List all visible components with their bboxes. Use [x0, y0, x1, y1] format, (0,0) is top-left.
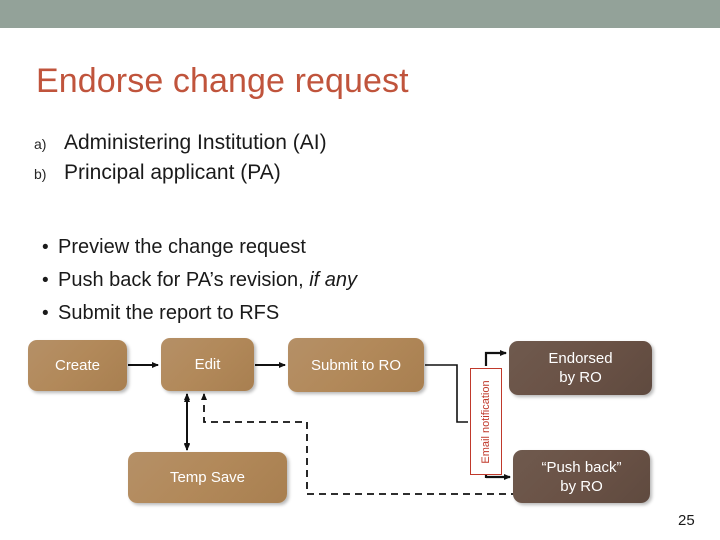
list-item: • Preview the change request: [42, 236, 602, 269]
page-title: Endorse change request: [36, 62, 409, 100]
top-decorative-band: [0, 0, 720, 28]
flow-box-submit-to-ro-label: Submit to RO: [310, 356, 402, 374]
bullet-text-main: Submit the report to RFS: [58, 302, 280, 324]
bullet-text-italic: if any: [309, 269, 358, 291]
flow-box-submit-to-ro[interactable]: Submit to RO: [288, 338, 424, 392]
bullet-list: • Preview the change request • Push back…: [42, 236, 602, 335]
email-notification-label: Email notification: [480, 379, 492, 464]
page-number: 25: [678, 512, 695, 529]
list-item: • Push back for PA’s revision, if any: [42, 269, 602, 302]
flow-box-endorsed-by-ro[interactable]: Endorsed by RO: [509, 341, 652, 395]
list-item-label: Push back for PA’s revision, if any: [58, 269, 357, 292]
email-notification-band: Email notification: [470, 368, 502, 475]
flow-box-edit-label: Edit: [194, 356, 221, 373]
list-item-marker: a): [34, 136, 47, 152]
pushback-line-2: by RO: [560, 477, 603, 495]
list-item-label: Administering Institution (AI): [64, 131, 327, 154]
pushback-line-1: “Push back”: [541, 458, 622, 476]
flow-box-push-back-by-ro-label: “Push back” by RO: [541, 458, 621, 496]
list-item: a) Administering Institution (AI): [34, 131, 554, 161]
list-item: b) Principal applicant (PA): [34, 161, 554, 191]
bullet-marker-icon: •: [42, 237, 49, 258]
list-item-label: Principal applicant (PA): [64, 161, 281, 184]
flow-box-create-label: Create: [54, 357, 101, 374]
flow-box-create[interactable]: Create: [28, 340, 127, 391]
flow-box-temp-save-label: Temp Save: [169, 469, 246, 486]
flow-box-edit[interactable]: Edit: [161, 338, 254, 391]
flow-box-push-back-by-ro[interactable]: “Push back” by RO: [513, 450, 650, 503]
list-item-marker: b): [34, 166, 47, 182]
endorsed-line-2: by RO: [559, 369, 602, 386]
lettered-list: a) Administering Institution (AI) b) Pri…: [34, 131, 554, 191]
bullet-marker-icon: •: [42, 303, 49, 324]
bullet-marker-icon: •: [42, 270, 49, 291]
list-item-label: Preview the change request: [58, 236, 306, 259]
list-item: • Submit the report to RFS: [42, 302, 602, 335]
bullet-text-main: Push back for PA’s revision,: [58, 269, 310, 291]
endorsed-line-1: Endorsed: [548, 350, 613, 367]
bullet-text-main: Preview the change request: [58, 236, 306, 258]
flow-box-endorsed-by-ro-label: Endorsed by RO: [548, 349, 612, 387]
list-item-label: Submit the report to RFS: [58, 302, 279, 325]
flow-box-temp-save[interactable]: Temp Save: [128, 452, 287, 503]
